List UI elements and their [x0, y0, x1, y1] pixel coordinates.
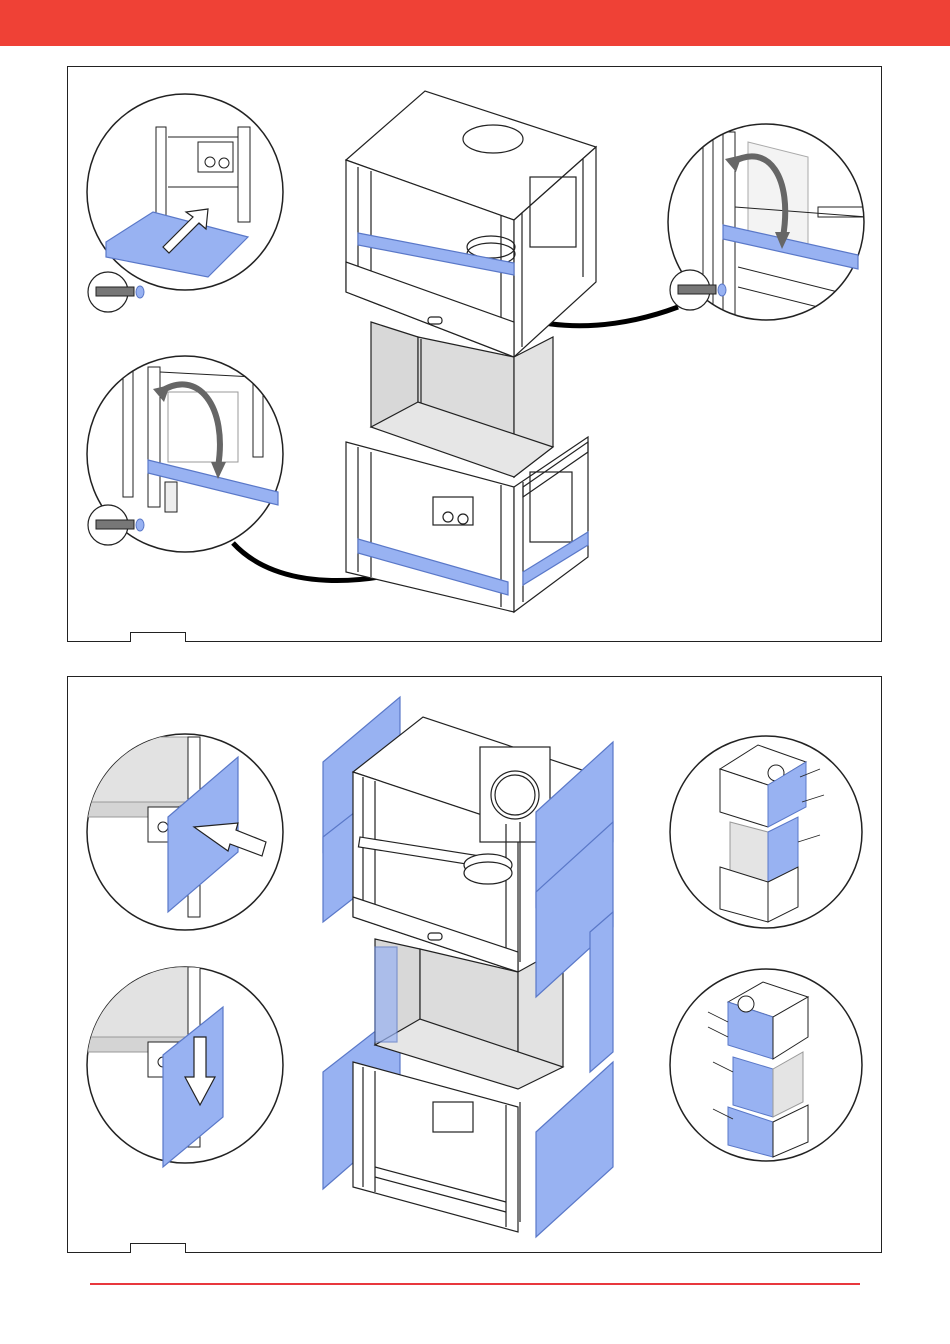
stove-overview-left	[670, 969, 862, 1161]
side-panel	[536, 1062, 613, 1237]
figure-1-tab	[130, 632, 186, 642]
side-rail-detail	[87, 356, 283, 552]
stove-assembly	[323, 697, 613, 1237]
figure-2-panel	[67, 676, 882, 1253]
figure-1-drawing	[68, 67, 883, 643]
bottom-rail-detail	[87, 94, 283, 312]
footer-line	[90, 1283, 860, 1285]
side-panel-insert-detail	[87, 734, 283, 930]
figure-2-tab	[130, 1243, 186, 1253]
figure-2-drawing	[68, 677, 883, 1254]
header-bar	[0, 0, 950, 46]
top-rail-detail	[668, 124, 868, 322]
stove-assembly	[346, 91, 596, 612]
figure-1-panel	[67, 66, 882, 642]
side-panel	[590, 912, 613, 1072]
stove-overview-right	[670, 736, 862, 928]
side-panel-slide-down-detail	[87, 967, 283, 1167]
